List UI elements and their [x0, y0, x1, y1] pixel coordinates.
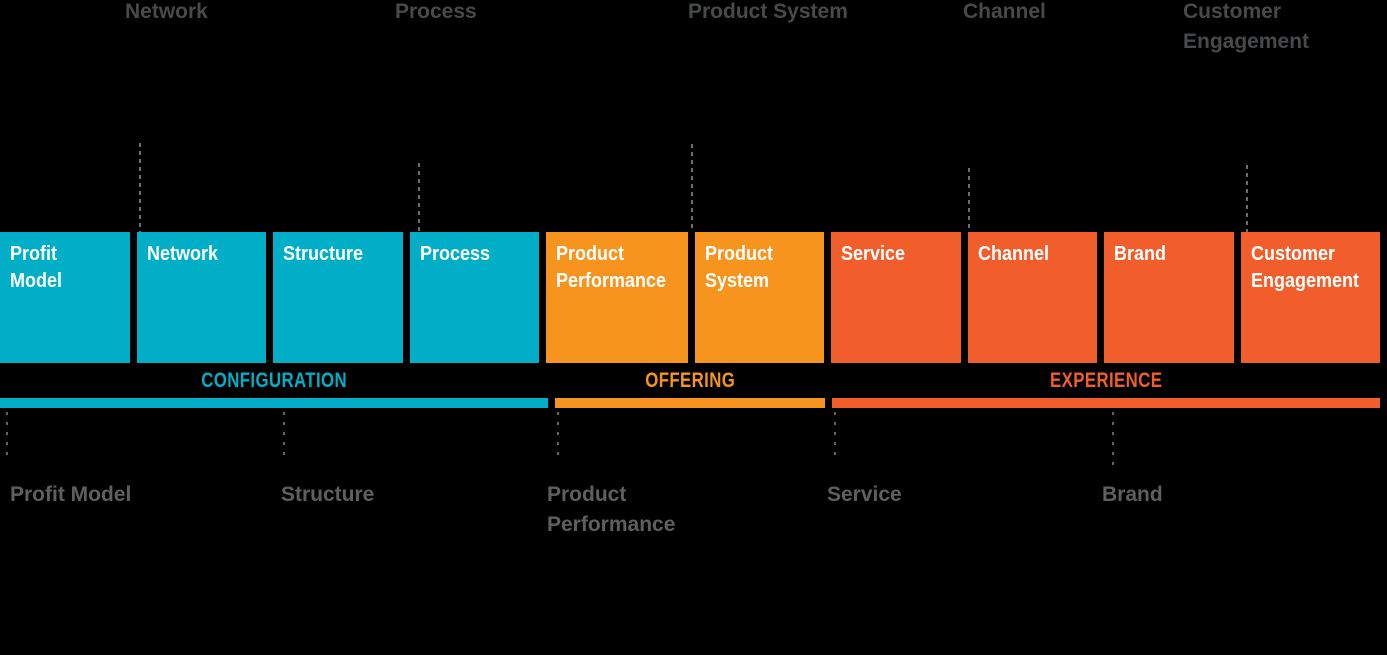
innovation-boxes-row: Profit Model Network Structure Process P…	[0, 232, 1380, 363]
top-label-product-system: Product System	[688, 0, 848, 23]
box-label: Channel	[977, 243, 1049, 265]
connector-line-product-performance	[557, 412, 559, 462]
bottom-label-brand: Brand	[1102, 483, 1163, 506]
box-label: Product Performance	[556, 243, 667, 292]
connector-line-brand	[1112, 412, 1114, 465]
box-network: Network	[136, 232, 267, 363]
box-brand: Brand	[1104, 232, 1234, 363]
box-process: Process	[409, 232, 540, 363]
box-service: Service	[831, 232, 961, 363]
connector-line-service	[834, 412, 836, 462]
box-label: Service	[841, 243, 906, 265]
category-label-experience: EXPERIENCE	[832, 369, 1380, 393]
bottom-label-structure: Structure	[281, 483, 375, 506]
box-label: Customer Engagement	[1250, 243, 1359, 292]
box-product-performance: Product Performance	[546, 232, 688, 363]
box-customer-engagement: Customer Engagement	[1240, 232, 1380, 363]
category-bar-experience	[832, 398, 1380, 408]
connector-line-product-system	[691, 144, 693, 232]
box-profit-model: Profit Model	[0, 232, 130, 363]
connector-line-customer-engagement	[1246, 165, 1248, 232]
category-label-text: CONFIGURATION	[201, 369, 347, 392]
box-structure: Structure	[273, 232, 403, 363]
top-label-process: Process	[395, 0, 477, 23]
connector-line-profit-model	[6, 412, 8, 462]
category-label-text: OFFERING	[645, 369, 735, 392]
box-channel: Channel	[967, 232, 1098, 363]
category-bar-configuration	[0, 398, 548, 408]
category-label-text: EXPERIENCE	[1049, 369, 1163, 392]
connector-line-structure	[283, 412, 285, 462]
top-label-channel: Channel	[963, 0, 1046, 23]
top-label-network: Network	[125, 0, 208, 23]
connector-line-network	[139, 143, 141, 232]
box-label: Process	[419, 243, 490, 265]
box-product-system: Product System	[694, 232, 825, 363]
bottom-label-profit-model: Profit Model	[10, 483, 132, 506]
top-label-customer-engagement: Customer Engagement	[1183, 0, 1310, 53]
bottom-label-product-performance: Product Performance	[547, 483, 676, 536]
box-label: Brand	[1114, 243, 1167, 265]
category-label-offering: OFFERING	[555, 369, 825, 393]
box-label: Product System	[704, 243, 773, 292]
box-label: Profit Model	[10, 243, 63, 292]
bottom-label-service: Service	[827, 483, 902, 506]
category-label-configuration: CONFIGURATION	[0, 369, 548, 393]
category-bar-offering	[555, 398, 825, 408]
connector-line-channel	[968, 168, 970, 232]
box-label: Network	[146, 243, 218, 265]
connector-line-process	[418, 163, 420, 232]
box-label: Structure	[283, 243, 364, 265]
